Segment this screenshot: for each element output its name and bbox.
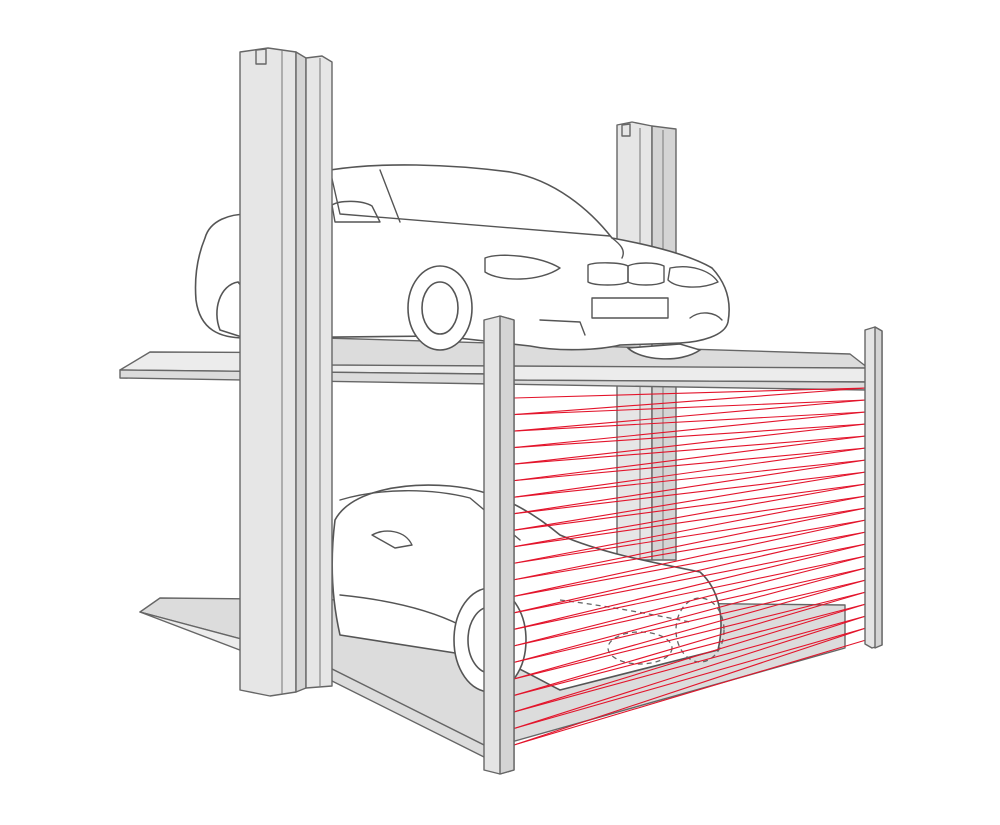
beam-line-36 bbox=[513, 603, 867, 696]
light-curtain-beams bbox=[513, 387, 867, 746]
beam-line-37 bbox=[513, 603, 867, 713]
beam-line-1 bbox=[513, 387, 867, 416]
beam-line-30 bbox=[513, 567, 867, 647]
beam-line-8 bbox=[513, 435, 867, 465]
beam-line-24 bbox=[513, 531, 867, 597]
beam-line-26 bbox=[513, 543, 867, 614]
beam-line-34 bbox=[513, 591, 867, 680]
beam-line-20 bbox=[513, 507, 867, 564]
front-left-post bbox=[239, 47, 333, 697]
beam-line-2 bbox=[513, 399, 867, 416]
light-curtain-receiver bbox=[864, 326, 883, 649]
beam-line-42 bbox=[513, 639, 867, 746]
beam-line-6 bbox=[513, 423, 867, 449]
beam-line-11 bbox=[513, 447, 867, 498]
beam-line-29 bbox=[513, 555, 867, 647]
beam-line-3 bbox=[513, 399, 867, 432]
beam-line-40 bbox=[513, 627, 867, 730]
beam-line-41 bbox=[513, 627, 867, 746]
beam-line-27 bbox=[513, 543, 867, 630]
beam-line-14 bbox=[513, 471, 867, 515]
beam-line-0 bbox=[513, 387, 867, 399]
beam-line-22 bbox=[513, 519, 867, 581]
light-curtain-emitter bbox=[483, 315, 515, 775]
beam-line-13 bbox=[513, 459, 867, 515]
beam-line-28 bbox=[513, 555, 867, 630]
beam-line-23 bbox=[513, 519, 867, 597]
beam-line-39 bbox=[513, 615, 867, 730]
beam-line-15 bbox=[513, 471, 867, 531]
beam-line-12 bbox=[513, 459, 867, 498]
beam-line-25 bbox=[513, 531, 867, 614]
beam-line-31 bbox=[513, 567, 867, 663]
beam-line-17 bbox=[513, 483, 867, 548]
beam-line-7 bbox=[513, 423, 867, 465]
beam-line-9 bbox=[513, 435, 867, 482]
beam-line-4 bbox=[513, 411, 867, 432]
beam-line-5 bbox=[513, 411, 867, 449]
beam-line-32 bbox=[513, 579, 867, 663]
beam-line-33 bbox=[513, 579, 867, 680]
beam-line-18 bbox=[513, 495, 867, 548]
beam-line-38 bbox=[513, 615, 867, 713]
beam-line-19 bbox=[513, 495, 867, 564]
beam-line-21 bbox=[513, 507, 867, 581]
beam-line-10 bbox=[513, 447, 867, 482]
beam-line-16 bbox=[513, 483, 867, 531]
beam-line-35 bbox=[513, 591, 867, 696]
